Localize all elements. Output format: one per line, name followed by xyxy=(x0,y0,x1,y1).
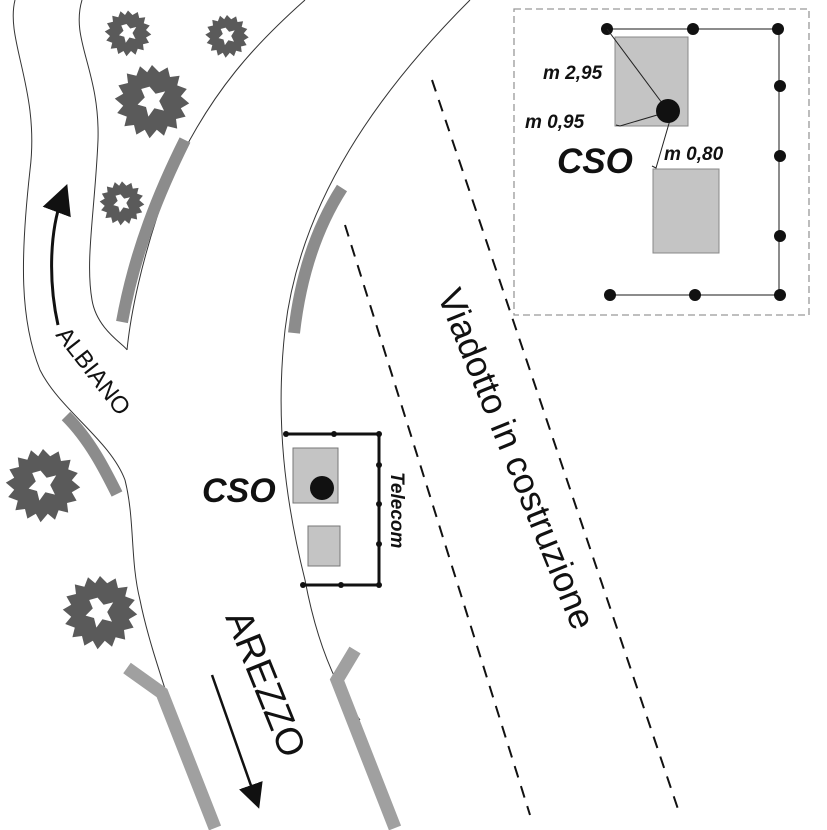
inset-building-secondary xyxy=(652,168,720,254)
fence-post xyxy=(604,289,616,301)
albiano-arrow xyxy=(42,183,71,326)
tree-icon xyxy=(205,15,249,58)
telecom-label: Telecom xyxy=(386,472,407,548)
viaduct-lines xyxy=(344,79,681,816)
measurement-label-m080: m 0,80 xyxy=(664,144,724,165)
fence-posts xyxy=(283,431,382,588)
building-secondary xyxy=(307,525,341,567)
arezzo-label: AREZZO xyxy=(217,605,314,764)
tree-icon xyxy=(104,10,152,57)
cso-label: CSO xyxy=(202,472,276,510)
guardrail-upper-left xyxy=(116,137,191,324)
inset-fence-posts xyxy=(601,23,786,301)
cso-marker-dot xyxy=(310,476,334,500)
road-edges xyxy=(12,0,471,830)
fence-post xyxy=(376,462,382,468)
road-edge-upper xyxy=(126,0,306,351)
measurement-lines xyxy=(606,28,671,169)
tree-icon xyxy=(62,576,138,650)
fence-post xyxy=(376,501,382,507)
road-edge-right xyxy=(280,0,471,721)
trees xyxy=(5,10,249,650)
fence-post xyxy=(774,230,786,242)
tree-icon xyxy=(114,65,190,139)
guardrail-bottom-left xyxy=(123,662,222,830)
tree-icon xyxy=(99,181,145,226)
fence-post xyxy=(376,541,382,547)
fence-post xyxy=(774,289,786,301)
fence-post xyxy=(338,582,344,588)
telecom-site: CSO Telecom xyxy=(202,431,407,588)
measurement-label-m295: m 2,95 xyxy=(543,63,603,84)
fence-post xyxy=(376,582,382,588)
fence-post xyxy=(689,289,701,301)
tree-icon xyxy=(5,449,81,523)
road-edge-left xyxy=(12,0,211,830)
inset-cso-marker-dot xyxy=(656,99,680,123)
fence-post xyxy=(687,23,699,35)
fence-post xyxy=(774,150,786,162)
guardrail-bottom-right xyxy=(329,646,402,830)
arezzo-arrow xyxy=(210,674,263,809)
viaduct-line-left xyxy=(344,224,531,816)
albiano-label: ALBIANO xyxy=(50,322,135,421)
fence-post xyxy=(774,80,786,92)
fence-post xyxy=(300,582,306,588)
viaduct-line-right xyxy=(431,79,681,816)
viaduct-label: Viadotto in costruzione xyxy=(430,283,604,635)
inset-detail: m 2,95 m 0,95 m 0,80 CSO xyxy=(513,8,810,316)
fence-post xyxy=(331,431,337,437)
guardrail-upper-right xyxy=(288,184,348,334)
fence-post xyxy=(772,23,784,35)
fence-post xyxy=(283,431,289,437)
guardrails xyxy=(61,137,402,830)
inset-cso-label: CSO xyxy=(557,142,633,181)
guardrail-mid-left xyxy=(61,411,123,497)
fence-post xyxy=(376,431,382,437)
measurement-label-m095: m 0,95 xyxy=(525,112,585,133)
road-edge-inner xyxy=(78,0,128,351)
